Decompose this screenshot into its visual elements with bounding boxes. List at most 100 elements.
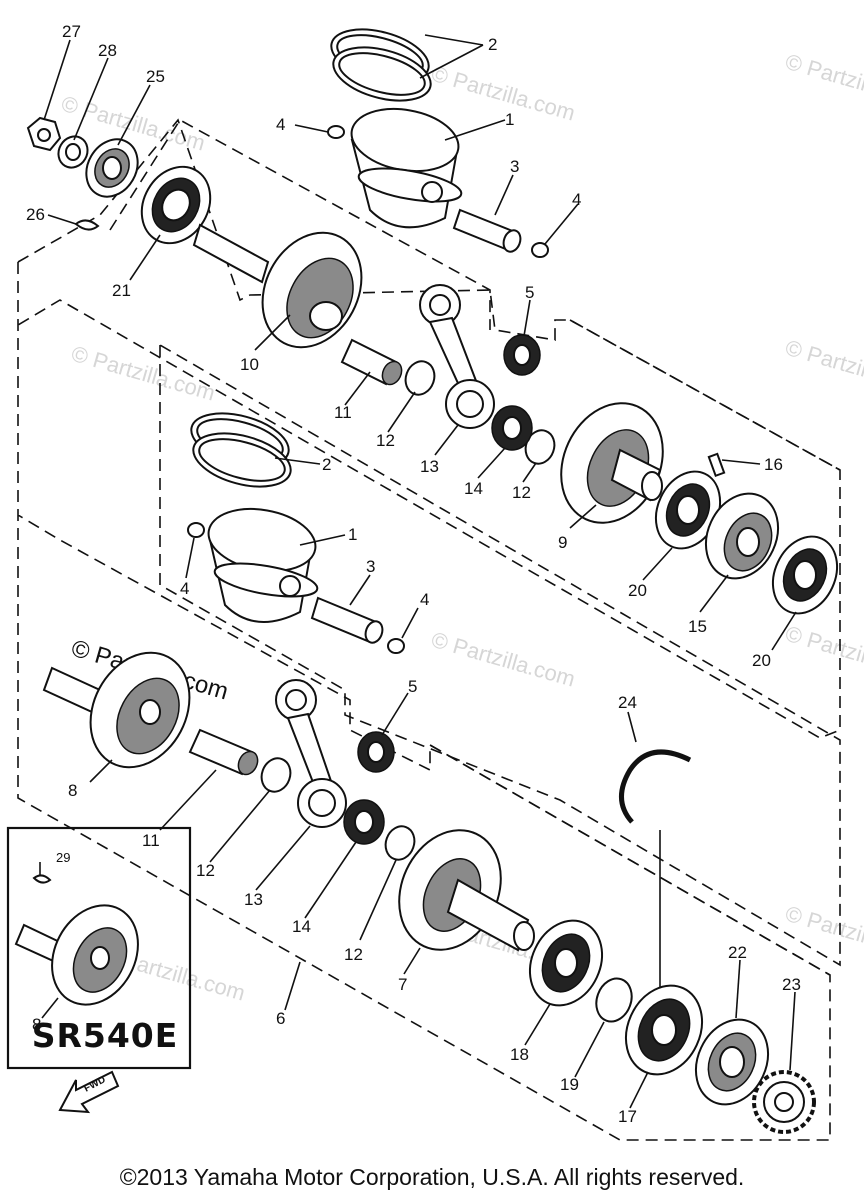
callout-4-top-left: 4 [276, 115, 285, 134]
callout-11-top: 11 [334, 403, 352, 422]
callout-14-lower: 14 [292, 917, 311, 936]
callout-21: 21 [112, 281, 131, 300]
circlip-4-top-right [531, 242, 549, 258]
circlip-4-lower-right [387, 638, 405, 654]
watermark: © Partzilla.com [69, 341, 218, 406]
con-rod-13-upper [419, 284, 495, 429]
callout-12-top-right: 12 [512, 483, 531, 502]
bearing-8-upper [140, 165, 212, 245]
dowel-16 [707, 452, 726, 478]
callout-17: 17 [618, 1107, 637, 1126]
needle-bearing-14-upper [491, 405, 533, 451]
watermark: © Partzilla.com [783, 335, 864, 400]
assembly-outlines [6, 118, 841, 1141]
bearing-17 [625, 984, 703, 1076]
callout-16: 16 [764, 455, 783, 474]
lower-bearing-outline [429, 744, 831, 976]
watermark: © Partzilla.com [429, 61, 578, 126]
flywheel-link [569, 319, 841, 471]
upper-piston-outline [109, 118, 491, 330]
watermark: © Partzilla.com [783, 621, 864, 686]
washer-12-upper-left [404, 360, 436, 396]
nut-27 [26, 116, 62, 152]
callout-4-lower-right: 4 [420, 590, 429, 609]
crank-half-7 [398, 829, 535, 952]
key-26 [74, 219, 100, 231]
washer-12-lower-left [260, 757, 292, 793]
callout-19: 19 [560, 1075, 579, 1094]
callout-13-top: 13 [420, 457, 439, 476]
callout-29: 29 [56, 850, 70, 865]
piston-pin-3-lower [310, 596, 384, 644]
callout-12-lower-left: 12 [196, 861, 215, 880]
piston-1-lower [207, 508, 319, 623]
callout-25: 25 [146, 67, 165, 86]
needle-bearing-5-upper [503, 334, 541, 376]
bearing-18 [529, 919, 603, 1007]
callout-28: 28 [98, 41, 117, 60]
callout-24: 24 [618, 693, 637, 712]
callout-5-top: 5 [525, 283, 534, 302]
copyright-notice: ©2013 Yamaha Motor Corporation, U.S.A. A… [119, 1164, 745, 1190]
piston-pin-3-top [452, 208, 522, 253]
callout-10: 10 [240, 355, 259, 374]
oil-seal-22 [695, 1018, 769, 1106]
callout-2-lower: 2 [322, 455, 331, 474]
washer-19 [595, 977, 633, 1023]
callout-27: 27 [62, 22, 81, 41]
needle-bearing-14-lower [343, 799, 385, 845]
callout-1-lower: 1 [348, 525, 357, 544]
watermark: © Partzilla.com [429, 627, 578, 692]
callout-15: 15 [688, 617, 707, 636]
inset-box [6, 826, 192, 1070]
washer-12-lower-right [384, 825, 416, 861]
callout-7: 7 [398, 975, 407, 994]
callout-12-lower-right: 12 [344, 945, 363, 964]
crank-assembly-outline [17, 262, 831, 1141]
callout-23: 23 [782, 975, 801, 994]
callout-11-lower: 11 [142, 831, 160, 850]
inset-crank-half-8 [14, 874, 139, 1006]
callout-14-top: 14 [464, 479, 483, 498]
callout-13-lower: 13 [244, 890, 263, 909]
callout-3-top: 3 [510, 157, 519, 176]
model-label: SR540E [31, 1016, 179, 1055]
crank-half-8 [42, 651, 191, 769]
watermark: © Partzilla.com [783, 49, 864, 114]
circlip-4-lower-left [187, 522, 205, 538]
callout-20-left: 20 [628, 581, 647, 600]
callout-4-lower-left: 4 [180, 579, 189, 598]
callout-18: 18 [510, 1045, 529, 1064]
crank-half-9 [560, 402, 664, 524]
piston-rings-2-top [330, 28, 432, 102]
piston-rings-2-lower [190, 412, 292, 488]
callout-8-inset: 8 [32, 1015, 41, 1034]
callout-12-top-left: 12 [376, 431, 395, 450]
labyrinth-seal-15 [705, 492, 779, 580]
washer-28 [57, 135, 89, 169]
crank-pin-11-upper [340, 338, 403, 386]
callout-labels: 27 28 25 26 21 2 4 1 3 4 5 10 11 12 13 1… [26, 22, 801, 1126]
crank-pin-11-lower [188, 728, 259, 776]
callout-4-top-right: 4 [572, 190, 581, 209]
piston-1-top [350, 108, 463, 229]
sprocket-23 [752, 1070, 816, 1134]
callout-26: 26 [26, 205, 45, 224]
callout-9: 9 [558, 533, 567, 552]
callout-8-lower: 8 [68, 781, 77, 800]
bearing-20-right [771, 535, 839, 615]
oil-seal-25 [85, 138, 139, 198]
needle-bearing-5-lower [357, 731, 395, 773]
con-rod-13-lower [275, 679, 347, 828]
fwd-arrow-icon: FWD [58, 1070, 120, 1114]
leader-lines [39, 34, 797, 1109]
callout-3-lower: 3 [366, 557, 375, 576]
callout-22: 22 [728, 943, 747, 962]
callout-20-right: 20 [752, 651, 771, 670]
upper-assembly-outline [17, 118, 841, 739]
callout-6: 6 [276, 1009, 285, 1028]
circlip-4-top-left [327, 125, 345, 139]
callout-1-top: 1 [505, 110, 514, 129]
circlip-24 [619, 749, 692, 824]
